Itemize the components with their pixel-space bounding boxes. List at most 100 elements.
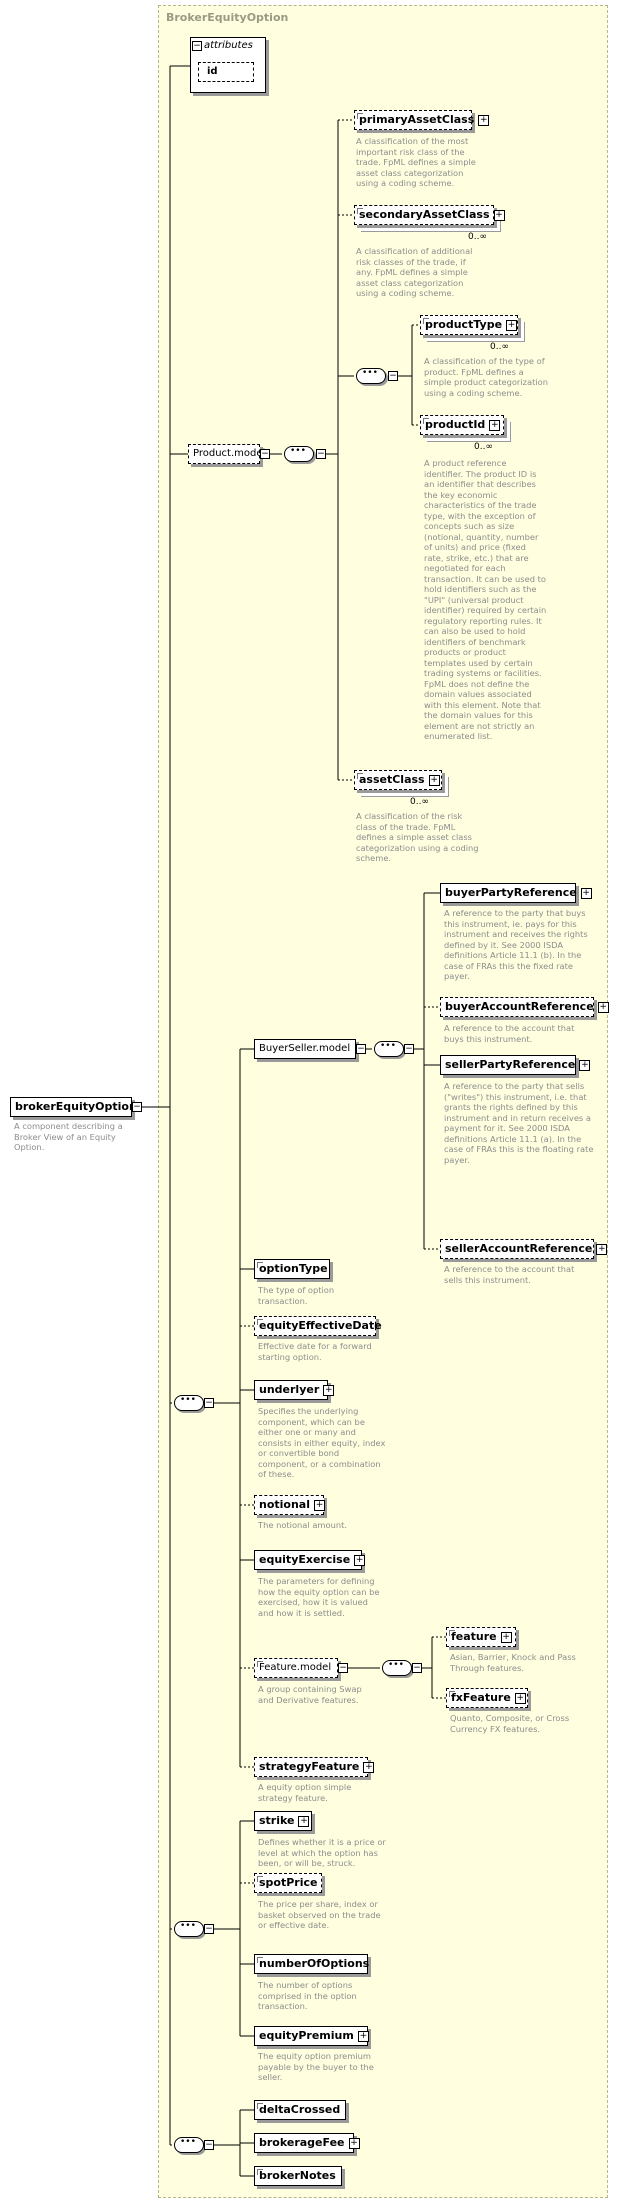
collapse-sequence-icon[interactable]: − [204, 2140, 214, 2150]
expand-icon[interactable]: + [580, 887, 592, 899]
root-element-description: A component describing a Broker View of … [14, 1121, 123, 1152]
element-numberOfOptions[interactable]: numberOfOptions [254, 1954, 370, 1974]
element-notional[interactable]: notional + [254, 1495, 325, 1515]
element-equityPremium[interactable]: equityPremium+ [254, 2026, 369, 2046]
element-brokerageFee[interactable]: brokerageFee+ [254, 2133, 360, 2153]
collapse-product-model-icon[interactable]: − [260, 449, 270, 459]
element-description: The parameters for defining how the equi… [258, 1576, 380, 1618]
expand-icon[interactable]: + [506, 319, 518, 331]
element-description: The type of option transaction. [258, 1285, 335, 1306]
element-primaryAssetClass[interactable]: primaryAssetClass+ [354, 110, 490, 130]
element-description: A classification of the risk class of th… [356, 811, 479, 863]
collapse-sequence-icon[interactable]: − [204, 1398, 214, 1408]
element-fxFeature[interactable]: fxFeature+ [446, 1688, 528, 1708]
element-brokerNotes[interactable]: brokerNotes [254, 2166, 342, 2186]
sequence-compositor-icon [284, 446, 314, 462]
element-productId[interactable]: productId+ [420, 415, 504, 435]
expand-icon[interactable]: + [354, 1554, 366, 1566]
element-label: deltaCrossed [259, 2103, 341, 2116]
element-description: Specifies the underlying component, whic… [258, 1406, 386, 1479]
element-label: buyerAccountReference [445, 1000, 594, 1013]
cardinality-label: 0..∞ [474, 442, 493, 452]
root-element-brokerEquityOption[interactable]: brokerEquityOption [10, 1097, 137, 1117]
expand-icon[interactable]: + [314, 1499, 325, 1511]
element-sellerAccountReference[interactable]: sellerAccountReference+ [440, 1239, 608, 1259]
collapse-buyer-seller-icon[interactable]: − [356, 1044, 366, 1054]
cardinality-label: 0..∞ [410, 797, 429, 807]
group-feature-model-label: Feature.model [259, 1662, 332, 1673]
sequence-compositor-icon [174, 2137, 204, 2153]
element-label: spotPrice [259, 1876, 318, 1889]
collapse-sequence-icon[interactable]: − [412, 1663, 422, 1673]
collapse-attributes-icon[interactable]: − [192, 41, 202, 51]
element-label: fxFeature [451, 1691, 511, 1704]
element-secondaryAssetClass[interactable]: secondaryAssetClass+ [354, 205, 505, 225]
element-buyerPartyReference[interactable]: buyerPartyReference+ [440, 883, 592, 903]
element-description: A classification of the most important r… [356, 136, 476, 188]
element-description: The price per share, index or basket obs… [258, 1899, 381, 1930]
element-optionType[interactable]: optionType [254, 1259, 330, 1279]
expand-icon[interactable]: + [478, 114, 490, 126]
element-assetClass[interactable]: assetClass+ [354, 770, 442, 790]
group-buyer-seller-model[interactable]: BuyerSeller.model [254, 1039, 356, 1059]
expand-icon[interactable]: + [500, 1631, 512, 1643]
element-strategyFeature[interactable]: strategyFeature+ [254, 1757, 375, 1777]
expand-icon[interactable]: + [493, 209, 505, 221]
element-spotPrice[interactable]: spotPrice [254, 1873, 322, 1893]
element-productType[interactable]: productType+ [420, 315, 518, 335]
element-description: A classification of additional risk clas… [356, 246, 473, 298]
sequence-compositor-icon [174, 1395, 204, 1411]
expand-icon[interactable]: + [357, 2030, 369, 2042]
element-sellerPartyReference[interactable]: sellerPartyReference+ [440, 1055, 591, 1075]
group-product-model[interactable]: Product.model [188, 444, 265, 464]
expand-icon[interactable]: + [428, 774, 440, 786]
sequence-compositor-icon [382, 1660, 412, 1676]
expand-icon[interactable]: + [514, 1692, 526, 1704]
element-description: Quanto, Composite, or Cross Currency FX … [450, 1713, 570, 1734]
element-label: strategyFeature [259, 1760, 360, 1773]
element-equityEffectiveDate[interactable]: equityEffectiveDate [254, 1316, 382, 1336]
element-label: productType [425, 318, 503, 331]
expand-icon[interactable]: + [348, 2137, 360, 2149]
group-feature-model[interactable]: Feature.model [254, 1658, 338, 1678]
element-label: numberOfOptions [259, 1957, 370, 1970]
element-description: A reference to the account that sells th… [444, 1264, 575, 1285]
collapse-feature-model-icon[interactable]: − [338, 1663, 348, 1673]
sequence-compositor-icon [356, 368, 386, 384]
element-label: brokerNotes [259, 2169, 336, 2182]
element-deltaCrossed[interactable]: deltaCrossed [254, 2100, 346, 2120]
expand-icon[interactable]: + [323, 1384, 335, 1396]
attribute-id[interactable]: id [198, 62, 254, 82]
element-description: A reference to the party that buys this … [444, 908, 588, 981]
element-label: secondaryAssetClass [359, 208, 490, 221]
complex-type-title: BrokerEquityOption [166, 11, 289, 24]
collapse-sequence-icon[interactable]: − [388, 371, 398, 381]
expand-icon[interactable]: + [489, 419, 501, 431]
element-description: Effective date for a forward starting op… [258, 1341, 372, 1362]
element-label: equityPremium [259, 2029, 354, 2042]
element-label: sellerPartyReference [445, 1058, 576, 1071]
collapse-sequence-icon[interactable]: − [316, 449, 326, 459]
collapse-sequence-icon[interactable]: − [204, 1924, 214, 1934]
element-description: A classification of the type of product.… [424, 356, 548, 398]
element-description: A reference to the party that sells ("wr… [444, 1081, 594, 1165]
element-label: notional [259, 1498, 310, 1511]
element-label: primaryAssetClass [359, 113, 475, 126]
expand-icon[interactable]: + [363, 1761, 375, 1773]
element-equityExercise[interactable]: equityExercise+ [254, 1550, 366, 1570]
expand-icon[interactable]: + [597, 1001, 609, 1013]
expand-icon[interactable]: + [298, 1815, 310, 1827]
element-buyerAccountReference[interactable]: buyerAccountReference+ [440, 997, 609, 1017]
element-strike[interactable]: strike+ [254, 1811, 312, 1831]
collapse-toggle-icon[interactable]: − [132, 1102, 142, 1112]
expand-icon[interactable]: + [579, 1059, 591, 1071]
element-underlyer[interactable]: underlyer+ [254, 1380, 335, 1400]
collapse-sequence-icon[interactable]: − [404, 1044, 414, 1054]
element-description: A reference to the account that buys thi… [444, 1023, 575, 1044]
element-description: A equity option simple strategy feature. [258, 1782, 352, 1803]
element-feature[interactable]: feature+ [446, 1627, 516, 1647]
expand-icon[interactable]: + [596, 1243, 608, 1255]
element-description: The number of options comprised in the o… [258, 1980, 357, 2011]
element-label: equityExercise [259, 1553, 351, 1566]
